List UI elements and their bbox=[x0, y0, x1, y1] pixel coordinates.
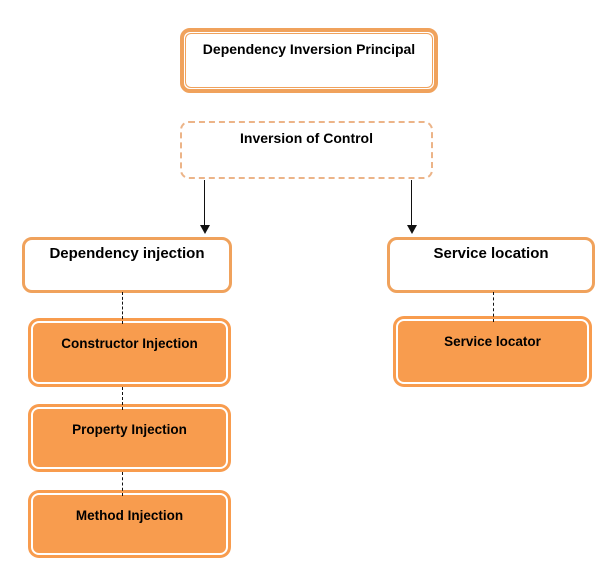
connector-constructor-to-property bbox=[122, 387, 123, 410]
node-property-injection: Property Injection bbox=[28, 404, 231, 472]
node-label: Constructor Injection bbox=[61, 336, 198, 351]
connector-dependency-injection-to-constructor bbox=[122, 292, 123, 324]
node-label: Property Injection bbox=[72, 422, 187, 437]
connector-property-to-method bbox=[122, 472, 123, 496]
arrow-ioc-to-service-location-line bbox=[411, 180, 412, 226]
node-label: Method Injection bbox=[75, 508, 184, 523]
node-label: Dependency injection bbox=[49, 245, 205, 262]
node-inversion-of-control: Inversion of Control bbox=[180, 121, 433, 179]
node-method-injection: Method Injection bbox=[28, 490, 231, 558]
node-service-location: Service location bbox=[387, 237, 595, 293]
node-label: Inversion of Control bbox=[240, 130, 373, 146]
connector-service-location-to-service-locator bbox=[493, 292, 494, 322]
node-dependency-injection: Dependency injection bbox=[22, 237, 232, 293]
node-dependency-inversion-principal: Dependency Inversion Principal bbox=[180, 28, 438, 93]
arrow-down-icon bbox=[200, 225, 210, 234]
node-constructor-injection: Constructor Injection bbox=[28, 318, 231, 387]
arrow-down-icon bbox=[407, 225, 417, 234]
arrow-ioc-to-dependency-injection-line bbox=[204, 180, 205, 226]
node-label: Dependency Inversion Principal bbox=[202, 41, 416, 57]
node-label: Service locator bbox=[444, 334, 541, 349]
node-service-locator: Service locator bbox=[393, 316, 592, 387]
node-label: Service location bbox=[433, 245, 549, 262]
